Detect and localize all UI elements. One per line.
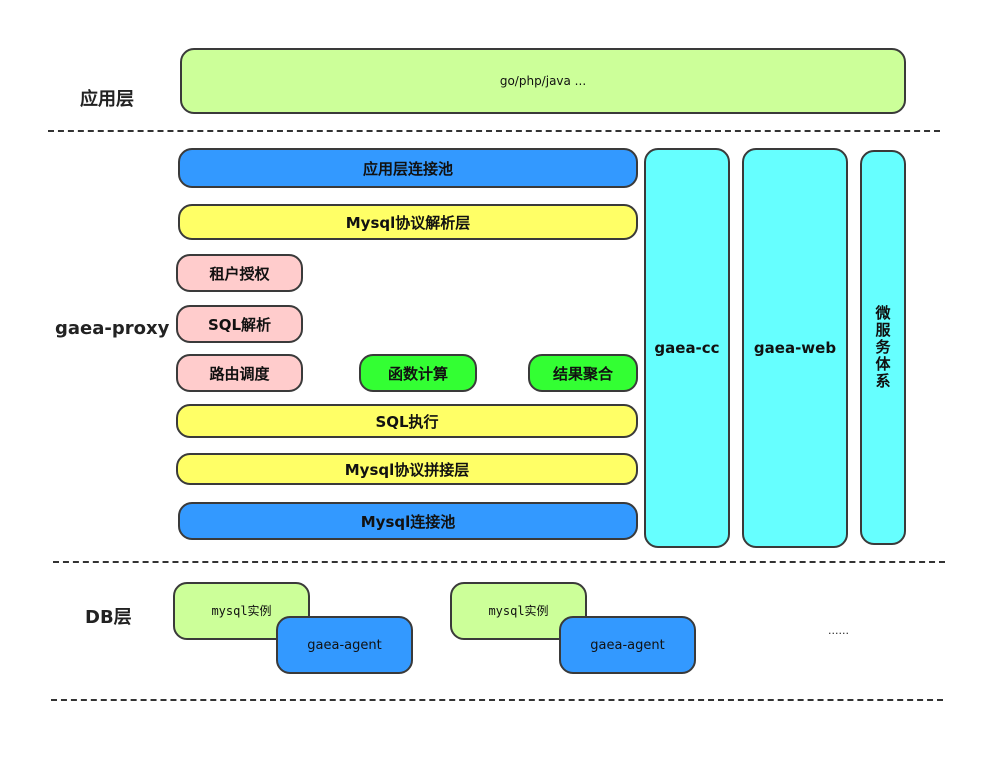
separator-proxy-db (53, 561, 945, 563)
gaea-cc-label: gaea-cc (654, 339, 720, 357)
func-calc-label: 函数计算 (387, 364, 448, 383)
tenant-auth-box: 租户授权 (176, 254, 303, 292)
app-languages-box: go/php/java ... (180, 48, 906, 114)
app-languages-label: go/php/java ... (499, 74, 587, 88)
mysql-conn-pool-label: Mysql连接池 (360, 512, 456, 531)
result-merge-label: 结果聚合 (552, 364, 613, 383)
sql-exec-label: SQL执行 (375, 412, 439, 431)
result-merge-box: 结果聚合 (528, 354, 638, 392)
mysql-instance-label-1: mysql实例 (211, 604, 272, 618)
separator-app-proxy (48, 130, 940, 132)
tenant-auth-label: 租户授权 (209, 264, 270, 283)
gaea-agent-box-1: gaea-agent (276, 616, 413, 674)
layer-label-proxy: gaea-proxy (55, 318, 170, 339)
gaea-agent-label-2: gaea-agent (590, 637, 665, 653)
mysql-protocol-build-label: Mysql协议拼接层 (344, 460, 470, 479)
gaea-agent-box-2: gaea-agent (559, 616, 696, 674)
mysql-protocol-parse-label: Mysql协议解析层 (345, 213, 471, 232)
app-conn-pool-box: 应用层连接池 (178, 148, 638, 188)
microservice-box: 微服务体系 (860, 150, 906, 545)
sql-parse-label: SQL解析 (207, 315, 272, 334)
mysql-conn-pool-box: Mysql连接池 (178, 502, 638, 540)
mysql-instance-label-2: mysql实例 (488, 604, 549, 618)
separator-bottom (51, 699, 943, 701)
routing-box: 路由调度 (176, 354, 303, 392)
more-instances-ellipsis: ...... (828, 624, 849, 637)
app-conn-pool-label: 应用层连接池 (362, 159, 453, 178)
gaea-web-box: gaea-web (742, 148, 848, 548)
sql-exec-box: SQL执行 (176, 404, 638, 438)
routing-label: 路由调度 (209, 364, 270, 383)
layer-label-db: DB层 (85, 607, 132, 628)
layer-label-app: 应用层 (80, 89, 134, 110)
mysql-instance-box-1: mysql实例 (173, 582, 310, 640)
gaea-web-label: gaea-web (753, 339, 837, 357)
mysql-protocol-build-box: Mysql协议拼接层 (176, 453, 638, 485)
gaea-agent-label-1: gaea-agent (307, 637, 382, 653)
sql-parse-box: SQL解析 (176, 305, 303, 343)
mysql-protocol-parse-box: Mysql协议解析层 (178, 204, 638, 240)
func-calc-box: 函数计算 (359, 354, 477, 392)
gaea-cc-box: gaea-cc (644, 148, 730, 548)
microservice-label: 微服务体系 (873, 305, 892, 390)
